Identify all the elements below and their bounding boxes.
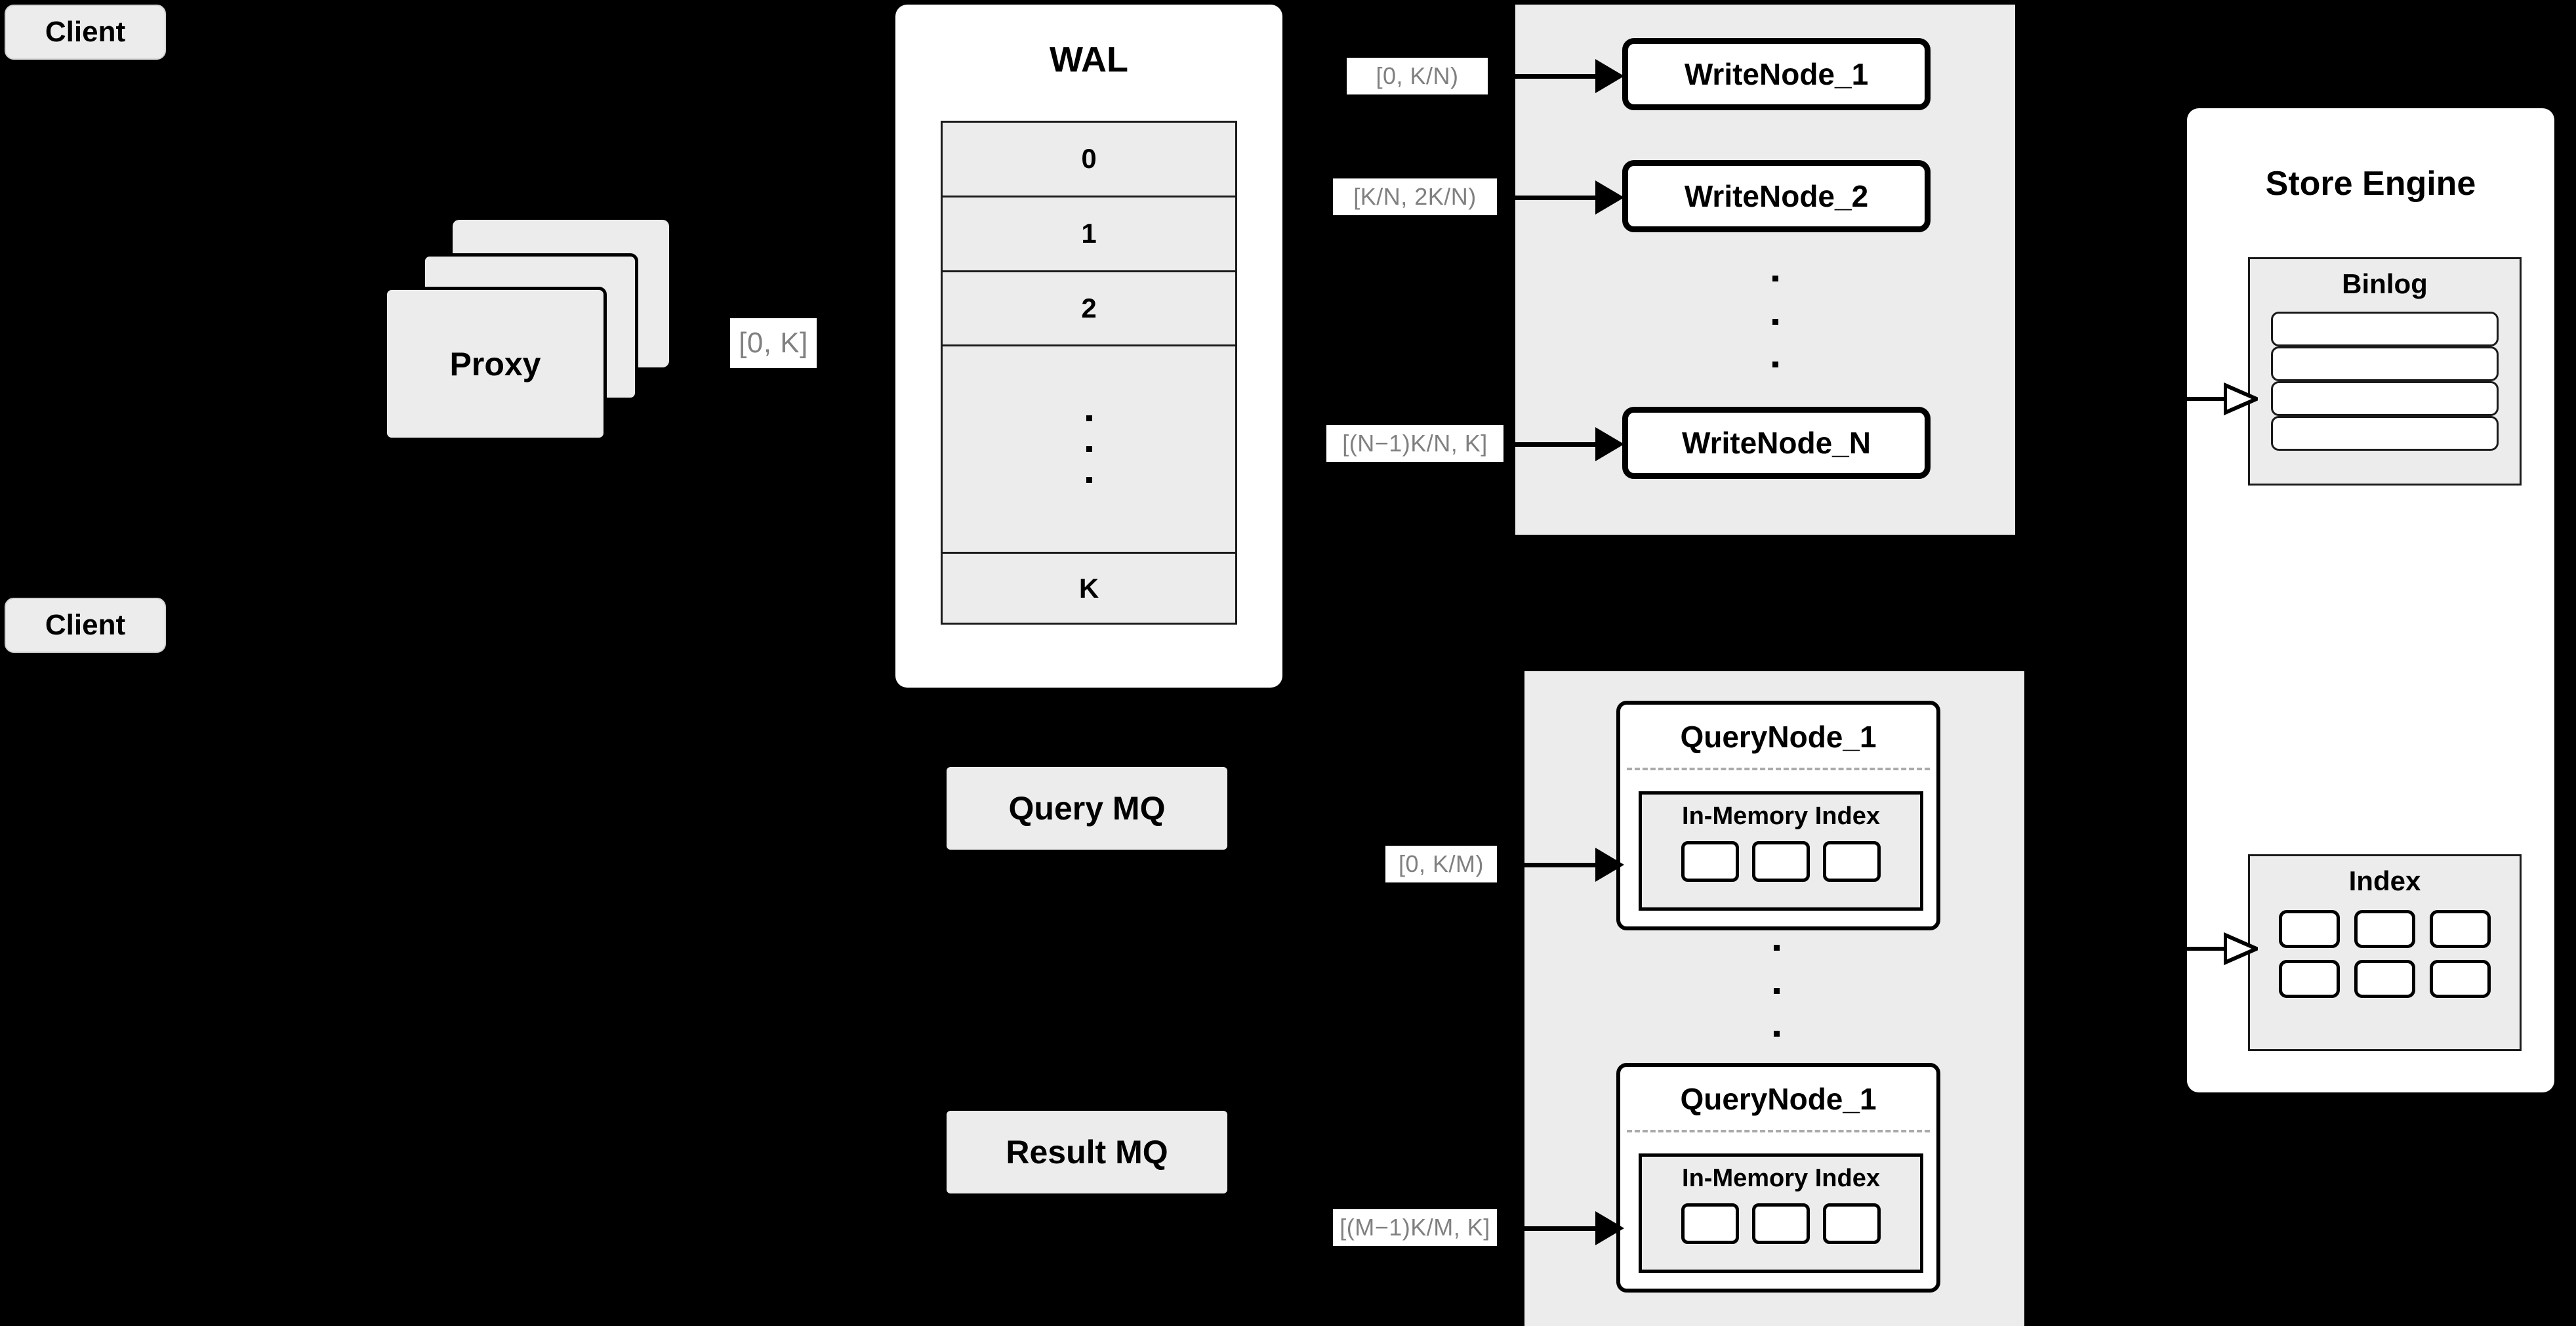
wal-row: 2 — [943, 272, 1235, 347]
query-mq-label: Query MQ — [1008, 790, 1166, 827]
proxy-node[interactable]: Proxy — [384, 287, 607, 441]
query-mq-node[interactable]: Query MQ — [947, 767, 1227, 850]
query-node-separator — [1627, 768, 1930, 770]
binlog-row — [2271, 381, 2499, 416]
range-text: [0, K] — [739, 327, 808, 359]
binlog-row — [2271, 416, 2499, 451]
write-node-label: WriteNode_1 — [1684, 57, 1869, 91]
write-node-n-range-label: [(N−1)K/N, K] — [1326, 425, 1503, 462]
result-mq-label: Result MQ — [1006, 1134, 1168, 1171]
in-memory-index-panel-1: In-Memory Index — [1639, 791, 1923, 911]
in-memory-index-slots — [1642, 1203, 1920, 1244]
arrow-to-write-node-2 — [1506, 178, 1624, 217]
binlog-title: Binlog — [2342, 268, 2428, 299]
result-mq-node[interactable]: Result MQ — [947, 1111, 1227, 1193]
index-slot — [1752, 1203, 1810, 1244]
index-cell — [2279, 960, 2340, 998]
range-text: [(M−1)K/M, K] — [1339, 1214, 1490, 1241]
store-engine-title: Store Engine — [2265, 165, 2476, 203]
index-slot — [1681, 1203, 1739, 1244]
query-nodes-ellipsis — [1770, 945, 1783, 1037]
proxy-label: Proxy — [449, 345, 541, 383]
binlog-row — [2271, 346, 2499, 381]
arrow-to-write-node-n — [1506, 425, 1624, 463]
client-label: Client — [45, 16, 126, 48]
wal-ellipsis — [943, 346, 1235, 554]
query-node-1[interactable]: QueryNode_1 In-Memory Index — [1616, 701, 1940, 930]
in-memory-index-title: In-Memory Index — [1682, 1165, 1880, 1192]
arrow-to-query-node-2 — [1506, 1209, 1624, 1247]
wal-entry-table: 0 1 2 K — [941, 121, 1237, 625]
write-node-2-range-label: [K/N, 2K/N) — [1333, 178, 1497, 215]
range-text: [(N−1)K/N, K] — [1342, 430, 1488, 457]
index-cell — [2430, 910, 2491, 948]
index-slot — [1752, 841, 1810, 882]
index-cells — [2279, 910, 2491, 998]
index-panel: Index — [2248, 854, 2522, 1051]
query-node-1-range-label: [0, K/M) — [1385, 846, 1497, 882]
index-cell — [2430, 960, 2491, 998]
index-slot — [1823, 1203, 1881, 1244]
arrow-to-write-node-1 — [1506, 57, 1624, 95]
index-slot — [1823, 841, 1881, 882]
index-slot — [1681, 841, 1739, 882]
binlog-row — [2271, 312, 2499, 346]
query-node-separator — [1627, 1130, 1930, 1132]
in-memory-index-panel-2: In-Memory Index — [1639, 1153, 1923, 1273]
range-text: [0, K/M) — [1398, 850, 1484, 877]
wal-row-last: K — [943, 554, 1235, 623]
client-node-1[interactable]: Client — [5, 5, 166, 60]
write-node-label: WriteNode_N — [1682, 426, 1871, 460]
wal-title: WAL — [1050, 40, 1128, 79]
index-cell — [2354, 910, 2415, 948]
write-node-n[interactable]: WriteNode_N — [1622, 407, 1931, 479]
query-node-2[interactable]: QueryNode_1 In-Memory Index — [1616, 1063, 1940, 1293]
client-node-2[interactable]: Client — [5, 598, 166, 653]
index-cell — [2354, 960, 2415, 998]
query-node-title: QueryNode_1 — [1680, 720, 1877, 754]
write-node-1[interactable]: WriteNode_1 — [1622, 38, 1931, 110]
write-node-2[interactable]: WriteNode_2 — [1622, 160, 1931, 232]
hollow-arrowhead-icon — [2224, 383, 2258, 415]
write-node-1-range-label: [0, K/N) — [1347, 58, 1488, 94]
arrow-to-index — [2187, 930, 2258, 967]
wal-row: 1 — [943, 197, 1235, 272]
arrow-to-binlog — [2187, 381, 2258, 417]
arrow-to-query-node-1 — [1506, 846, 1624, 884]
index-title: Index — [2348, 865, 2421, 896]
range-text: [K/N, 2K/N) — [1353, 183, 1477, 210]
index-cell — [2279, 910, 2340, 948]
query-node-title: QueryNode_1 — [1680, 1082, 1877, 1116]
write-nodes-ellipsis — [1768, 276, 1782, 367]
proxy-range-label: [0, K] — [730, 318, 817, 368]
binlog-rows — [2271, 312, 2499, 451]
in-memory-index-title: In-Memory Index — [1682, 802, 1880, 830]
query-node-2-range-label: [(M−1)K/M, K] — [1333, 1209, 1497, 1246]
in-memory-index-slots — [1642, 841, 1920, 882]
write-node-label: WriteNode_2 — [1684, 179, 1869, 213]
hollow-arrowhead-icon — [2224, 932, 2258, 965]
binlog-panel: Binlog — [2248, 257, 2522, 486]
wal-row: 0 — [943, 123, 1235, 197]
client-label: Client — [45, 609, 126, 641]
range-text: [0, K/N) — [1376, 62, 1459, 89]
